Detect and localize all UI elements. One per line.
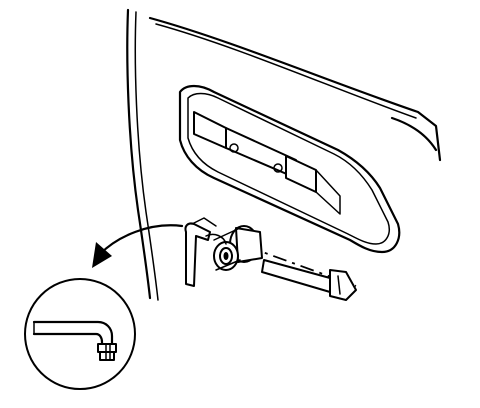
door-handle-recess bbox=[178, 84, 401, 254]
curved-arrow bbox=[92, 224, 184, 268]
detail-magnifier bbox=[24, 278, 136, 390]
door-panel bbox=[126, 8, 442, 301]
lock-cylinder bbox=[213, 225, 263, 271]
retainer-clip bbox=[184, 217, 227, 287]
lock-rod bbox=[261, 259, 357, 301]
